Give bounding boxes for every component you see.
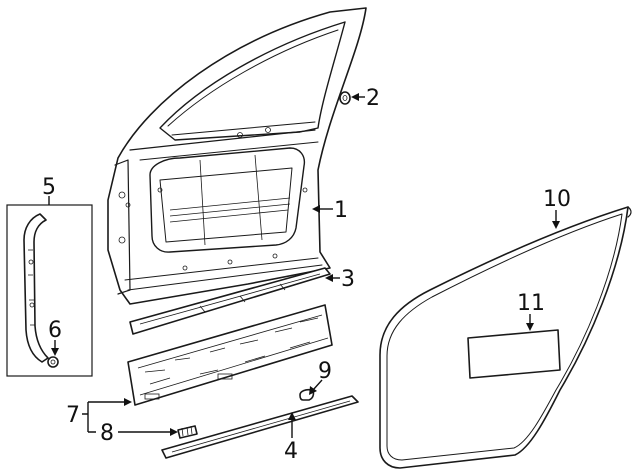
label-sticker (467, 329, 561, 379)
inset-box (6, 204, 93, 377)
callout-5: 5 (42, 175, 56, 200)
callout-2: 2 (366, 86, 380, 111)
door-shell (107, 7, 367, 305)
callout-11: 11 (517, 291, 545, 316)
callout-8: 8 (100, 421, 114, 446)
leader-lines (48, 93, 560, 438)
belt-molding-upper (129, 267, 331, 335)
callout-10: 10 (543, 187, 571, 212)
callout-1: 1 (334, 198, 348, 223)
lower-trim-panel (127, 304, 333, 406)
callout-7: 7 (66, 403, 80, 428)
callout-6: 6 (48, 318, 62, 343)
callout-9: 9 (318, 359, 332, 384)
callout-labels: 1 2 3 4 5 6 7 8 9 10 11 (42, 86, 571, 464)
callout-4: 4 (284, 439, 298, 464)
clip-part (177, 425, 198, 439)
lower-weatherstrip (161, 395, 359, 459)
callout-3: 3 (341, 267, 355, 292)
grommet-part (339, 91, 351, 105)
